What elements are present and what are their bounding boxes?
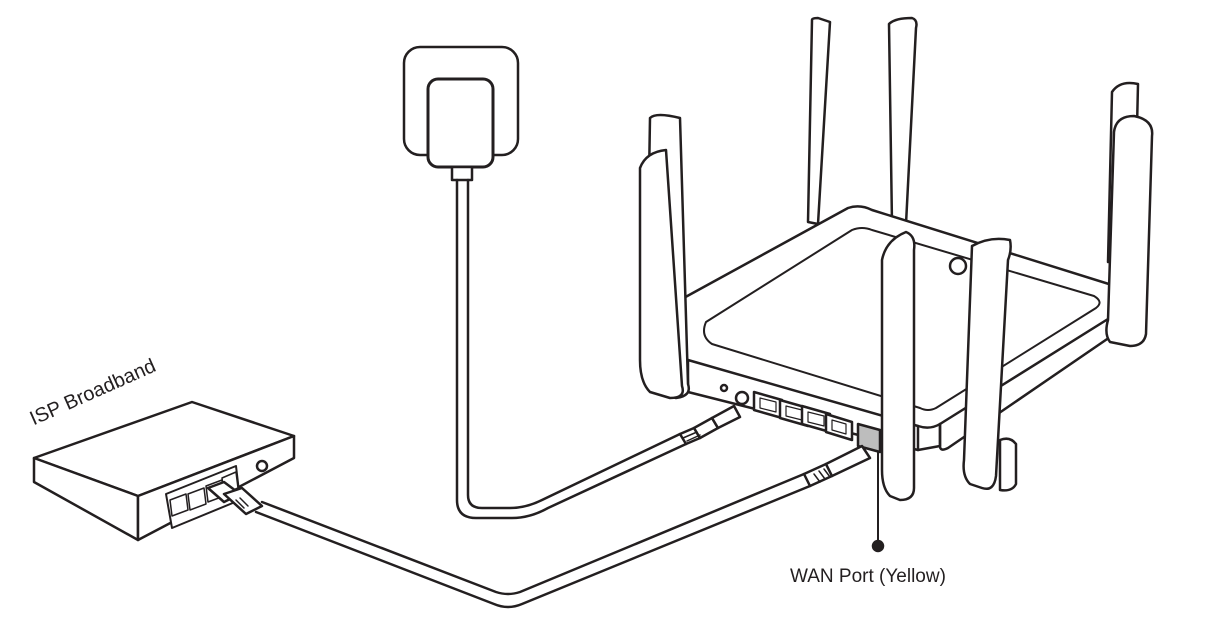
callout-dot-icon bbox=[871, 539, 885, 553]
router-icon bbox=[638, 16, 1154, 502]
wan-port-label: WAN Port (Yellow) bbox=[790, 566, 946, 587]
ethernet-cable bbox=[206, 444, 872, 609]
power-cable bbox=[455, 178, 742, 520]
wan-port bbox=[856, 422, 882, 454]
wan-callout bbox=[871, 451, 885, 553]
modem-icon bbox=[32, 400, 296, 542]
power-adapter-icon bbox=[402, 45, 520, 182]
